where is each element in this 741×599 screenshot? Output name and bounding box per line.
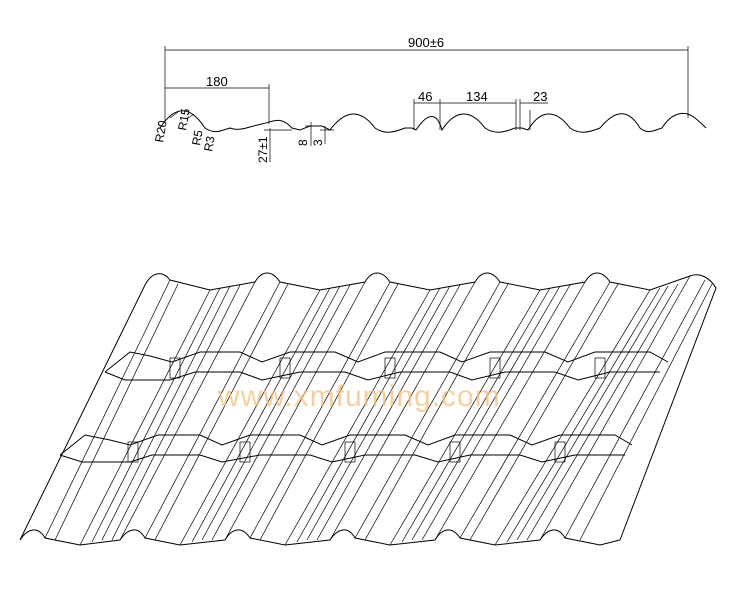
radius-leader-1 <box>169 111 179 119</box>
radius-r15-text: R15 <box>175 107 193 131</box>
profile-line <box>159 110 707 133</box>
dim-900-text: 900±6 <box>408 35 444 50</box>
dim-3-text: 3 <box>311 139 325 146</box>
step-row-2 <box>59 434 633 456</box>
dim-46-text: 46 <box>418 89 432 104</box>
tile-sheet-isometric <box>19 272 717 546</box>
radius-r20-text: R20 <box>152 119 170 143</box>
dim-8-text: 8 <box>296 139 310 146</box>
watermark-text: www.xmfuming.com <box>217 380 501 413</box>
profile-section: 900±6 180 46 134 23 27±1 8 3 R20 R15 R5 … <box>152 35 707 163</box>
sheet-bottom-edge <box>19 529 621 546</box>
radius-r5-text: R5 <box>189 129 206 147</box>
dim-180-text: 180 <box>206 74 228 89</box>
step-blocks <box>127 357 606 463</box>
step-row-1b <box>104 371 660 381</box>
radius-r3-text: R3 <box>201 135 218 153</box>
dim-134-text: 134 <box>466 89 488 104</box>
dim-23-text: 23 <box>533 89 547 104</box>
radius-leader-2 <box>187 113 195 119</box>
dim-27-text: 27±1 <box>256 136 270 163</box>
step-row-1 <box>104 351 669 373</box>
rib-lines <box>44 275 713 546</box>
